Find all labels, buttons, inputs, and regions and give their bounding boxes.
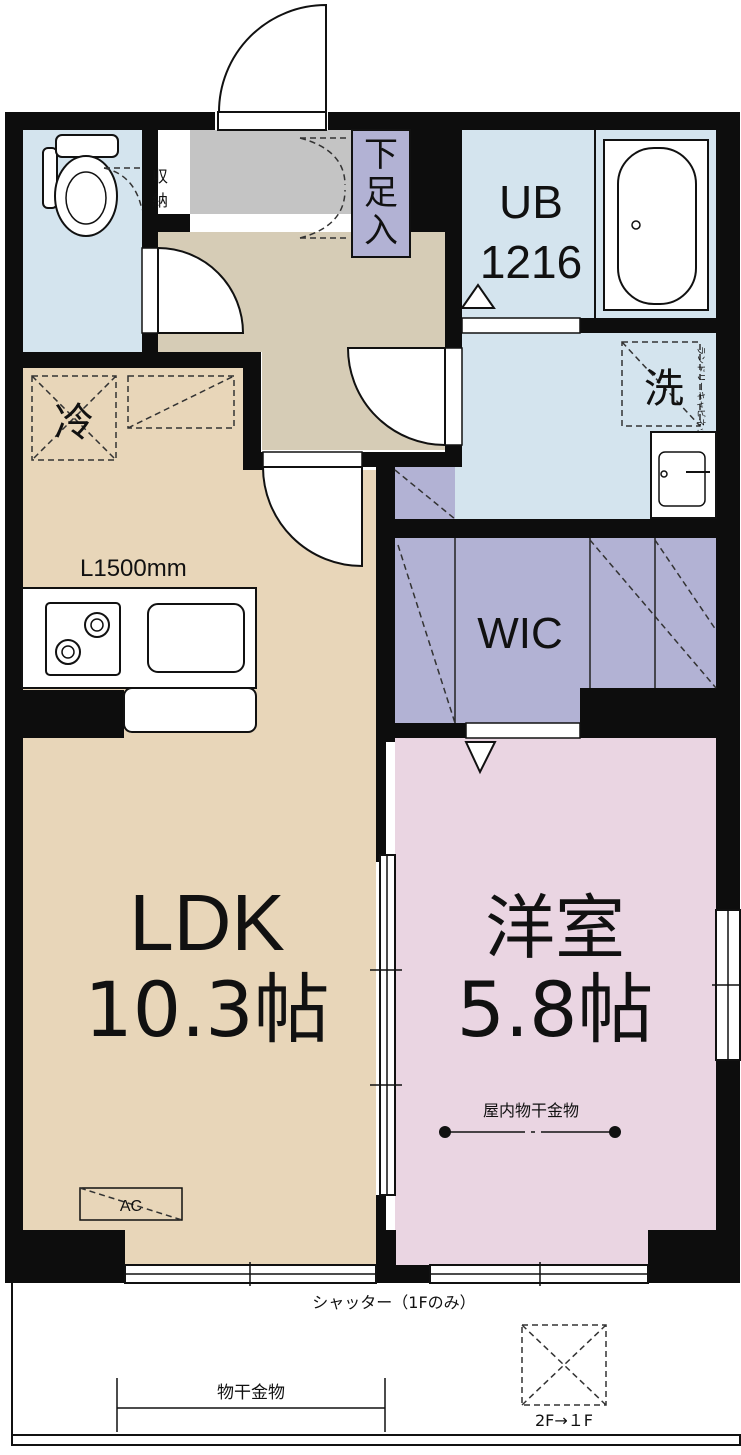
washer-label: 洗: [644, 366, 684, 412]
evacuation-hatch: [521, 1324, 607, 1406]
svg-text:入: 入: [364, 211, 398, 251]
kitchen-length-label: L1500mm: [80, 555, 187, 582]
shoe-box-doors[interactable]: [299, 137, 350, 239]
stove-icon: [45, 602, 121, 676]
toilet-door[interactable]: [141, 246, 245, 334]
svg-text:足: 足: [364, 173, 398, 213]
svg-text:納: 納: [152, 191, 168, 210]
fridge-label: 冷: [54, 400, 94, 446]
western-south-window: [429, 1262, 649, 1286]
shutter-label: シャッター（1Fのみ）: [312, 1293, 475, 1312]
balcony-hanger: [116, 1378, 386, 1432]
ldk-name: LDK: [129, 878, 285, 967]
ac-unit: [79, 1187, 183, 1221]
balcony-railing: [11, 1434, 741, 1446]
fridge-space: [31, 375, 117, 461]
western-room-floor: [395, 738, 716, 1265]
balcony-floor: [12, 1283, 716, 1443]
indoor-hanger-label: 屋内物干金物: [483, 1101, 579, 1120]
wic-shelves: [397, 538, 717, 724]
washbasin-icon: [650, 431, 717, 519]
shoe-box-label-chars: 下 足 入: [364, 135, 398, 251]
bath-size: 1216: [480, 236, 582, 288]
wic-door[interactable]: [464, 722, 581, 775]
toilet-icon: [42, 134, 119, 237]
bath-drain-icon: [631, 220, 641, 230]
ldk-south-window: [124, 1262, 377, 1286]
bath-name: UB: [499, 176, 563, 228]
bath-door[interactable]: [460, 283, 581, 334]
washer-space: [621, 341, 701, 427]
ldk-door[interactable]: [261, 451, 363, 568]
western-east-window: [712, 909, 741, 1061]
svg-text:収: 収: [152, 167, 168, 186]
balcony-hanger-label: 物干金物: [217, 1383, 285, 1403]
toilet-storage-label: 収 納: [152, 167, 168, 210]
ac-label: AC: [120, 1198, 142, 1215]
walls: [5, 112, 740, 1283]
indoor-hanger-rail: [439, 1126, 621, 1138]
wic-name: WIC: [477, 609, 563, 658]
laundry-cabinet-label: ランドリーキャビネット: [695, 346, 706, 445]
evacuation-hatch-label: 2F→１F: [535, 1411, 593, 1430]
bathtub-basin: [617, 147, 697, 305]
toilet-storage-door: [103, 167, 143, 211]
shoe-box: [351, 129, 411, 258]
western-room-name: 洋室: [485, 887, 625, 969]
sink-icon: [147, 603, 245, 673]
ldk-size: 10.3帖: [84, 965, 329, 1054]
washroom-door[interactable]: [346, 347, 463, 447]
upper-cabinet: [127, 375, 235, 429]
front-door[interactable]: [217, 3, 327, 131]
porch-floor: [190, 130, 352, 214]
sliding-partition: [370, 854, 402, 1196]
western-room-size: 5.8帖: [457, 965, 654, 1054]
svg-text:下: 下: [364, 135, 398, 175]
